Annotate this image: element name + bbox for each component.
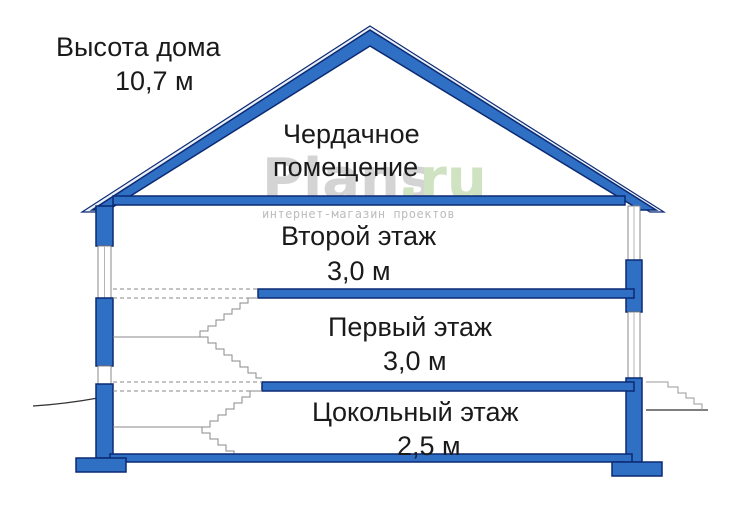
stair-lower-flight [201,390,262,457]
house-height-title: Высота дома [56,32,222,62]
right-wall-segment [625,259,643,313]
right-footing [611,461,663,477]
house-height-value: 10,7 м [115,66,194,96]
left-window [97,365,112,385]
stair-upper-flight [199,297,262,379]
left-wall-segment [95,297,114,367]
attic-label-line1: Чердачное [283,119,420,149]
basement-floor-name: Цокольный этаж [312,397,519,427]
ground-left [32,397,99,407]
first-floor-slab [261,381,635,392]
ground-lines [32,397,708,411]
left-footing [75,457,127,473]
roof [79,25,667,213]
second-floor-name: Второй этаж [281,221,436,251]
basement-floor-height: 2,5 м [397,431,461,461]
exterior-steps [646,381,703,410]
foundation-slab [109,453,633,463]
second-floor-height: 3,0 м [327,256,391,286]
attic-label-line2: помещение [273,152,418,182]
roof-slopes [89,29,659,211]
first-floor-height: 3,0 м [383,346,447,376]
second-floor-slab [257,288,635,299]
left-wall-segment [95,383,114,459]
attic-slab [112,195,626,206]
right-wall [625,205,643,463]
watermark-tagline: интернет-магазин проектов [262,207,455,221]
first-floor-name: Первый этаж [328,312,492,342]
left-wall [95,205,114,459]
stairs [113,297,262,457]
left-wall-segment [95,205,114,247]
stair-openings [113,288,262,392]
